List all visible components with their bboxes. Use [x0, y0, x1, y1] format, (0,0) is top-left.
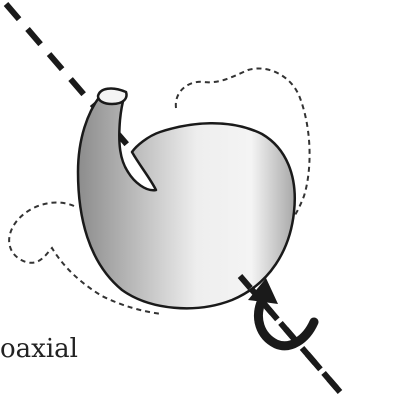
rotation-axis: [3, 2, 343, 394]
esophagus-opening: [96, 87, 128, 106]
rotation-axis-front: [237, 274, 343, 394]
original-position-outline-upper: [174, 67, 311, 235]
rotation-arrowhead: [248, 278, 278, 304]
figure-label: oaxial: [0, 334, 78, 364]
stomach-body: [76, 94, 296, 310]
original-position-outline-lower: [8, 201, 163, 315]
rotation-arrow: [254, 295, 319, 351]
